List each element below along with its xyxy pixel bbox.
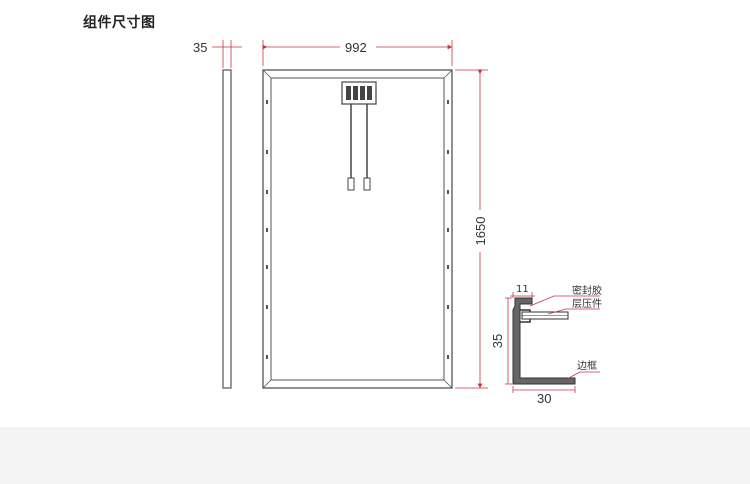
frame-corner bbox=[443, 69, 453, 79]
frame-leader bbox=[564, 371, 600, 381]
sealant-label: 密封胶 bbox=[572, 284, 602, 297]
frame-corner bbox=[262, 69, 272, 79]
mounting-holes-left bbox=[266, 100, 268, 359]
frame-corner bbox=[262, 379, 272, 389]
profile-height-label: 35 bbox=[490, 334, 505, 348]
junction-box bbox=[341, 81, 377, 105]
side-profile bbox=[222, 69, 232, 389]
sealant-leader bbox=[529, 295, 600, 307]
thickness-label: 35 bbox=[193, 40, 207, 55]
laminate-label: 层压件 bbox=[572, 298, 602, 310]
profile-width-label: 30 bbox=[537, 391, 551, 406]
frame-corner bbox=[443, 379, 453, 389]
output-cables bbox=[347, 104, 371, 191]
frame-profile bbox=[512, 297, 576, 385]
mounting-holes-right bbox=[447, 100, 449, 359]
frame-cross-section: 11 35 30 密封胶 层压件 边框 bbox=[490, 284, 602, 406]
laminate-leader bbox=[547, 308, 600, 315]
front-view: 992 bbox=[262, 40, 488, 389]
page-title: 组件尺寸图 bbox=[83, 15, 156, 31]
width-label: 992 bbox=[345, 40, 367, 55]
module-frame-inner bbox=[270, 77, 445, 381]
bottom-band bbox=[0, 427, 750, 484]
lip-label: 11 bbox=[516, 284, 529, 295]
height-label: 1650 bbox=[473, 217, 488, 246]
frame-label: 边框 bbox=[577, 359, 597, 372]
side-view: 35 bbox=[193, 40, 242, 389]
